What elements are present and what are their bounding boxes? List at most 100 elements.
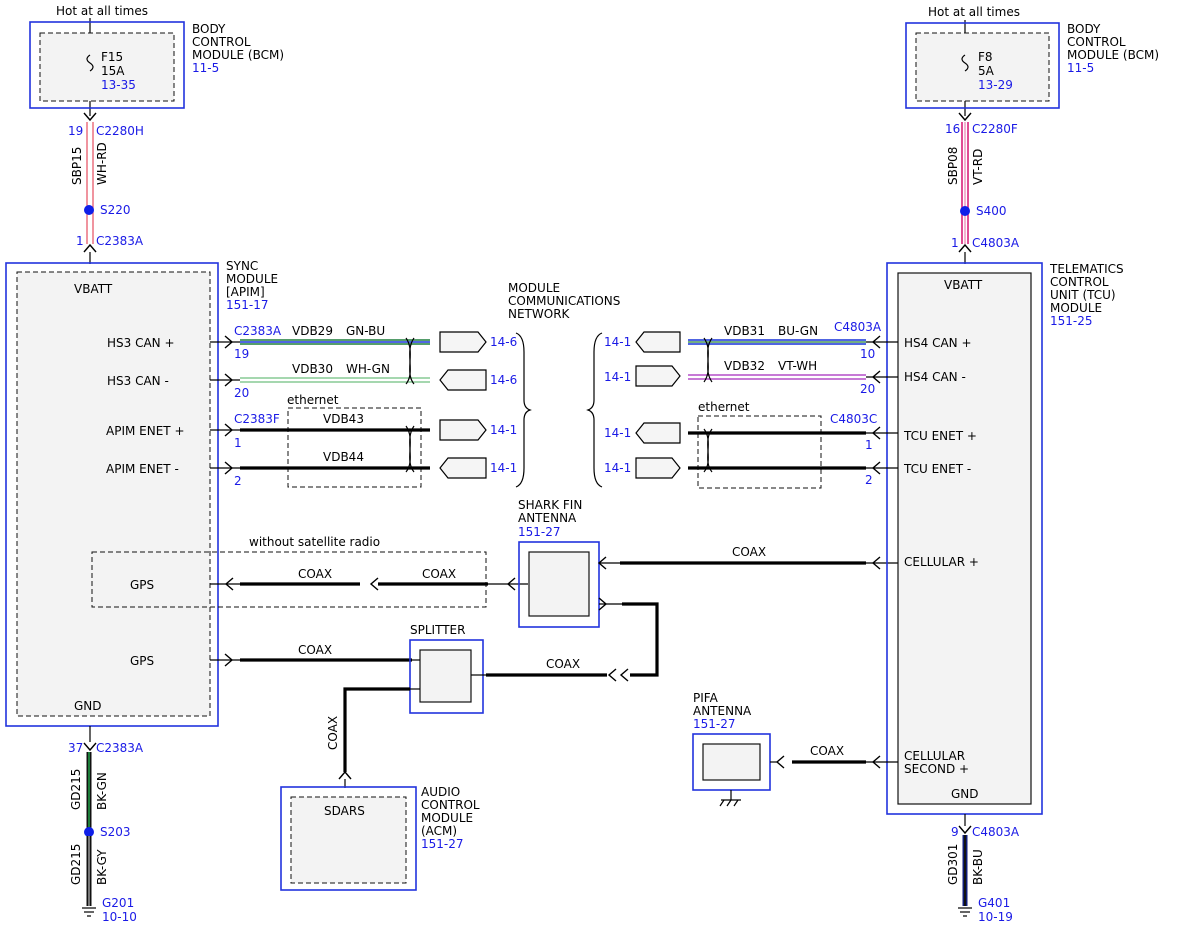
tcu-ref[interactable]: 151-25 (1050, 314, 1093, 328)
left-fuse-name: F15 (101, 50, 123, 64)
wire-gnbu: GN-BU (346, 324, 385, 338)
right-feed-circuit: SBP08 (946, 147, 960, 185)
splice-s400[interactable] (960, 206, 970, 216)
right-fuse-ref[interactable]: 13-29 (978, 78, 1013, 92)
ref-l-hs3p[interactable]: 14-6 (490, 335, 517, 349)
right-bcm-box (905, 22, 1060, 109)
coax-label-splitter: COAX (546, 657, 580, 671)
coax-label-gps1b: COAX (422, 567, 456, 581)
right-feed-conn-top[interactable]: C2280F (972, 122, 1018, 136)
ref-r-hs4p[interactable]: 14-1 (604, 335, 631, 349)
shark-fin-box (518, 541, 600, 628)
sync-vbatt: VBATT (74, 282, 113, 296)
right-feed-pin-bottom: 1 (951, 236, 959, 250)
wire-whgn: WH-GN (346, 362, 390, 376)
conn-l-enetp[interactable] (439, 419, 487, 441)
ref-l-hs3m[interactable]: 14-6 (490, 373, 517, 387)
acm-label-2: CONTROL (421, 798, 480, 812)
pifa-label-2: ANTENNA (693, 704, 752, 718)
left-feed-circuit: SBP15 (70, 147, 84, 185)
tcu-title-3: UNIT (TCU) (1050, 288, 1116, 302)
right-ground-ref[interactable]: 10-19 (978, 910, 1013, 924)
pifa-ref[interactable]: 151-27 (693, 717, 736, 731)
pifa-ground-icon (719, 790, 741, 807)
coax-label-gps2: COAX (298, 643, 332, 657)
right-feed-color: VT-RD (971, 149, 985, 185)
right-gnd-pin: 9 (951, 825, 959, 839)
sync-ref[interactable]: 151-17 (226, 298, 269, 312)
sync-gnd: GND (74, 699, 102, 713)
left-gnd-pin: 37 (68, 741, 83, 755)
conn-r-enetm[interactable] (635, 457, 681, 479)
right-gnd-color: BK-BU (971, 849, 985, 885)
left-ground-icon (82, 907, 96, 917)
left-bcm-label-3: MODULE (BCM) (192, 48, 284, 62)
right-gnd-conn[interactable]: C4803A (972, 825, 1020, 839)
conn-r-hs4m[interactable] (635, 365, 681, 387)
tcu-vbatt: VBATT (944, 278, 983, 292)
sync-pin-num-1: 1 (234, 436, 242, 450)
left-gnd-conn[interactable]: C2383A (96, 741, 144, 755)
left-gnd-color-1: BK-GN (95, 772, 109, 810)
tcu-title-1: TELEMATICS (1049, 262, 1124, 276)
wire-vdb32: VDB32 (724, 359, 765, 373)
right-bcm-ref[interactable]: 11-5 (1067, 61, 1094, 75)
sync-conn-can[interactable]: C2383A (234, 324, 282, 338)
ref-r-enetp[interactable]: 14-1 (604, 426, 631, 440)
acm-label-4: (ACM) (421, 824, 457, 838)
ref-l-enetm[interactable]: 14-1 (490, 461, 517, 475)
right-bcm-label-1: BODY (1067, 22, 1101, 36)
left-feed-pin-top: 19 (68, 124, 83, 138)
right-bcm-label-2: CONTROL (1067, 35, 1126, 49)
ref-r-hs4m[interactable]: 14-1 (604, 370, 631, 384)
left-bcm-label-2: CONTROL (192, 35, 251, 49)
splice-s400-label: S400 (976, 204, 1007, 218)
pifa-label-1: PIFA (693, 691, 719, 705)
tcu-conn-enet[interactable]: C4803C (830, 412, 877, 426)
conn-l-hs3p[interactable] (439, 331, 487, 353)
ref-r-enetm[interactable]: 14-1 (604, 461, 631, 475)
right-fuse-icon (961, 54, 969, 72)
left-hot-label: Hot at all times (56, 4, 148, 18)
left-ethernet-box (287, 407, 422, 488)
left-network-brace (515, 332, 532, 488)
coax-label-cell2: COAX (810, 744, 844, 758)
sync-conn-enet[interactable]: C2383F (234, 412, 280, 426)
wire-vdb29: VDB29 (292, 324, 333, 338)
acm-inner: SDARS (324, 804, 365, 818)
tcu-pin-enetp: TCU ENET + (903, 429, 977, 443)
splice-s203[interactable] (84, 827, 94, 837)
coax-label-gps1a: COAX (298, 567, 332, 581)
left-feed-conn-bottom[interactable]: C2383A (96, 234, 144, 248)
tcu-conn-can[interactable]: C4803A (834, 320, 882, 334)
ref-l-enetp[interactable]: 14-1 (490, 423, 517, 437)
right-fuse-name: F8 (978, 50, 993, 64)
splice-s220[interactable] (84, 205, 94, 215)
splice-s203-label: S203 (100, 825, 131, 839)
shark-ref[interactable]: 151-27 (518, 525, 561, 539)
coax-label-sdars: COAX (326, 716, 340, 750)
wire-bugn: BU-GN (778, 324, 818, 338)
left-bcm-ref[interactable]: 11-5 (192, 61, 219, 75)
without-sat-box (91, 551, 487, 608)
conn-l-hs3m[interactable] (439, 369, 487, 391)
left-gnd-circuit-2: GD215 (69, 844, 83, 885)
conn-l-enetm[interactable] (439, 457, 487, 479)
conn-r-enetp[interactable] (635, 422, 681, 444)
sync-pin-enetm: APIM ENET - (106, 462, 179, 476)
tcu-pin-hs4m: HS4 CAN - (904, 370, 966, 384)
shark-label-2: ANTENNA (518, 511, 577, 525)
left-bcm-box (29, 21, 185, 109)
conn-r-hs4p[interactable] (635, 331, 681, 353)
right-feed-conn-bottom[interactable]: C4803A (972, 236, 1020, 250)
wire-vdb31: VDB31 (724, 324, 765, 338)
sync-pin-num-19: 19 (234, 347, 249, 361)
left-ground-ref[interactable]: 10-10 (102, 910, 137, 924)
left-fuse-ref[interactable]: 13-35 (101, 78, 136, 92)
tcu-pin-num-2: 2 (865, 473, 873, 487)
acm-ref[interactable]: 151-27 (421, 837, 464, 851)
sync-pin-num-20: 20 (234, 386, 249, 400)
left-feed-conn-top[interactable]: C2280H (96, 124, 144, 138)
tcu-pin-enetm: TCU ENET - (903, 462, 971, 476)
